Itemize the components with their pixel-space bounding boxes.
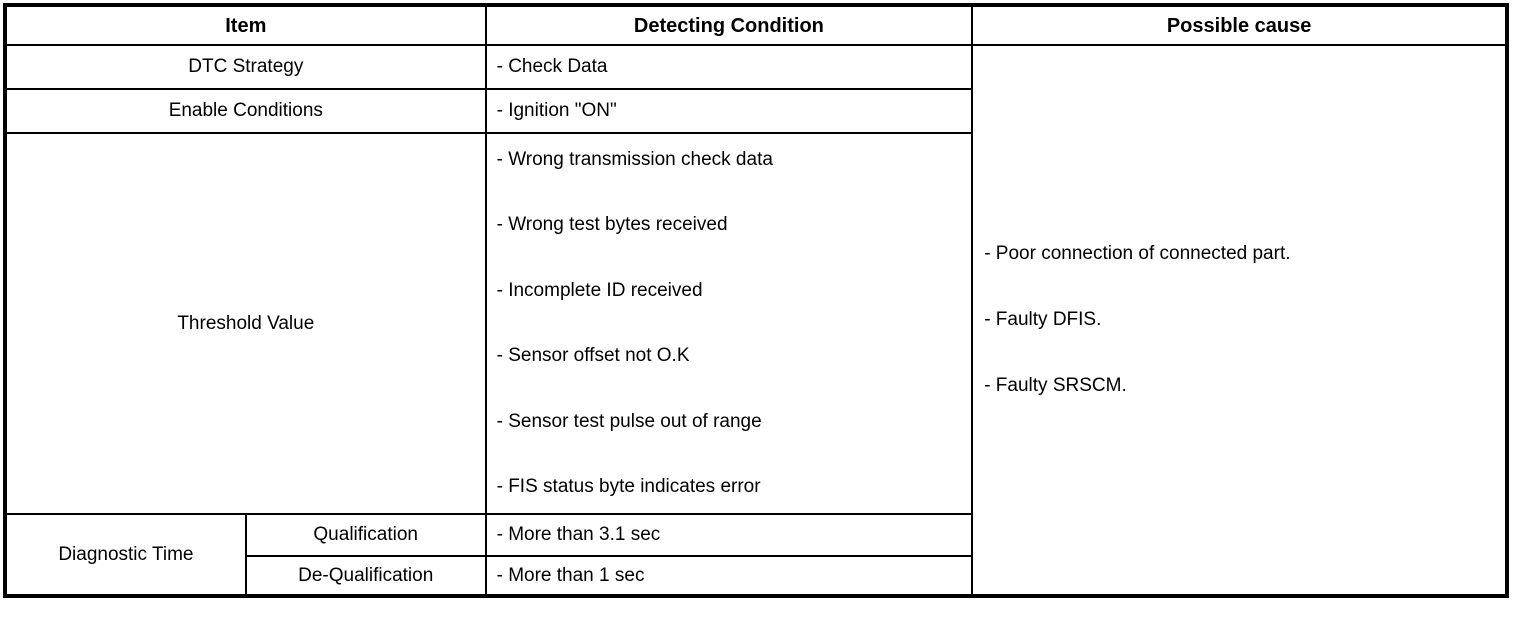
- de-qualification-condition: - More than 1 sec: [484, 555, 974, 597]
- de-qualification-label: De-Qualification: [244, 555, 487, 597]
- table-header-row: Item Detecting Condition Possible cause: [4, 4, 1508, 46]
- header-detecting-condition: Detecting Condition: [484, 4, 974, 46]
- table-row-qualification: Diagnostic Time Qualification - More tha…: [4, 513, 1507, 597]
- threshold-value-label: Threshold Value: [4, 132, 487, 515]
- threshold-condition-item: - Sensor offset not O.K: [496, 345, 690, 367]
- threshold-condition-item: - Wrong test bytes received: [496, 214, 728, 236]
- diagnostic-time-label: Diagnostic Time: [4, 513, 247, 597]
- table-row-de-qualification: De-Qualification - More than 1 sec: [5, 555, 1507, 597]
- possible-cause-cell: - Poor connection of connected part. - F…: [971, 44, 1508, 597]
- header-item: Item: [4, 4, 487, 46]
- possible-cause-item: - Faulty DFIS.: [984, 309, 1102, 330]
- qualification-condition: - More than 3.1 sec: [484, 513, 974, 557]
- table-row-enable-conditions: Enable Conditions - Ignition "ON": [4, 88, 1507, 134]
- dtc-strategy-label: DTC Strategy: [4, 44, 487, 90]
- document-page: Item Detecting Condition Possible cause …: [0, 3, 1520, 617]
- table-row-dtc-strategy: DTC Strategy - Check Data - Poor connect…: [4, 44, 1508, 597]
- enable-conditions-label: Enable Conditions: [4, 88, 487, 134]
- enable-conditions-condition: - Ignition "ON": [484, 88, 974, 134]
- dtc-strategy-condition: - Check Data: [484, 44, 974, 90]
- table-row-threshold-value: Threshold Value - Wrong transmission che…: [4, 132, 1507, 515]
- qualification-label: Qualification: [244, 513, 487, 557]
- threshold-conditions-cell: - Wrong transmission check data - Wrong …: [484, 132, 974, 515]
- threshold-condition-item: - Incomplete ID received: [496, 279, 703, 301]
- dtc-diagnostic-table: Item Detecting Condition Possible cause …: [3, 3, 1509, 598]
- header-possible-cause: Possible cause: [971, 4, 1508, 46]
- possible-cause-item: - Poor connection of connected part.: [984, 243, 1291, 264]
- threshold-condition-item: - Sensor test pulse out of range: [496, 410, 762, 432]
- possible-cause-item: - Faulty SRSCM.: [984, 375, 1127, 396]
- threshold-condition-item: - FIS status byte indicates error: [496, 475, 761, 497]
- threshold-condition-item: - Wrong transmission check data: [496, 149, 773, 170]
- threshold-condition-list: - Wrong transmission check data - Wrong …: [488, 135, 971, 512]
- possible-cause-list: - Poor connection of connected part. - F…: [984, 242, 1505, 398]
